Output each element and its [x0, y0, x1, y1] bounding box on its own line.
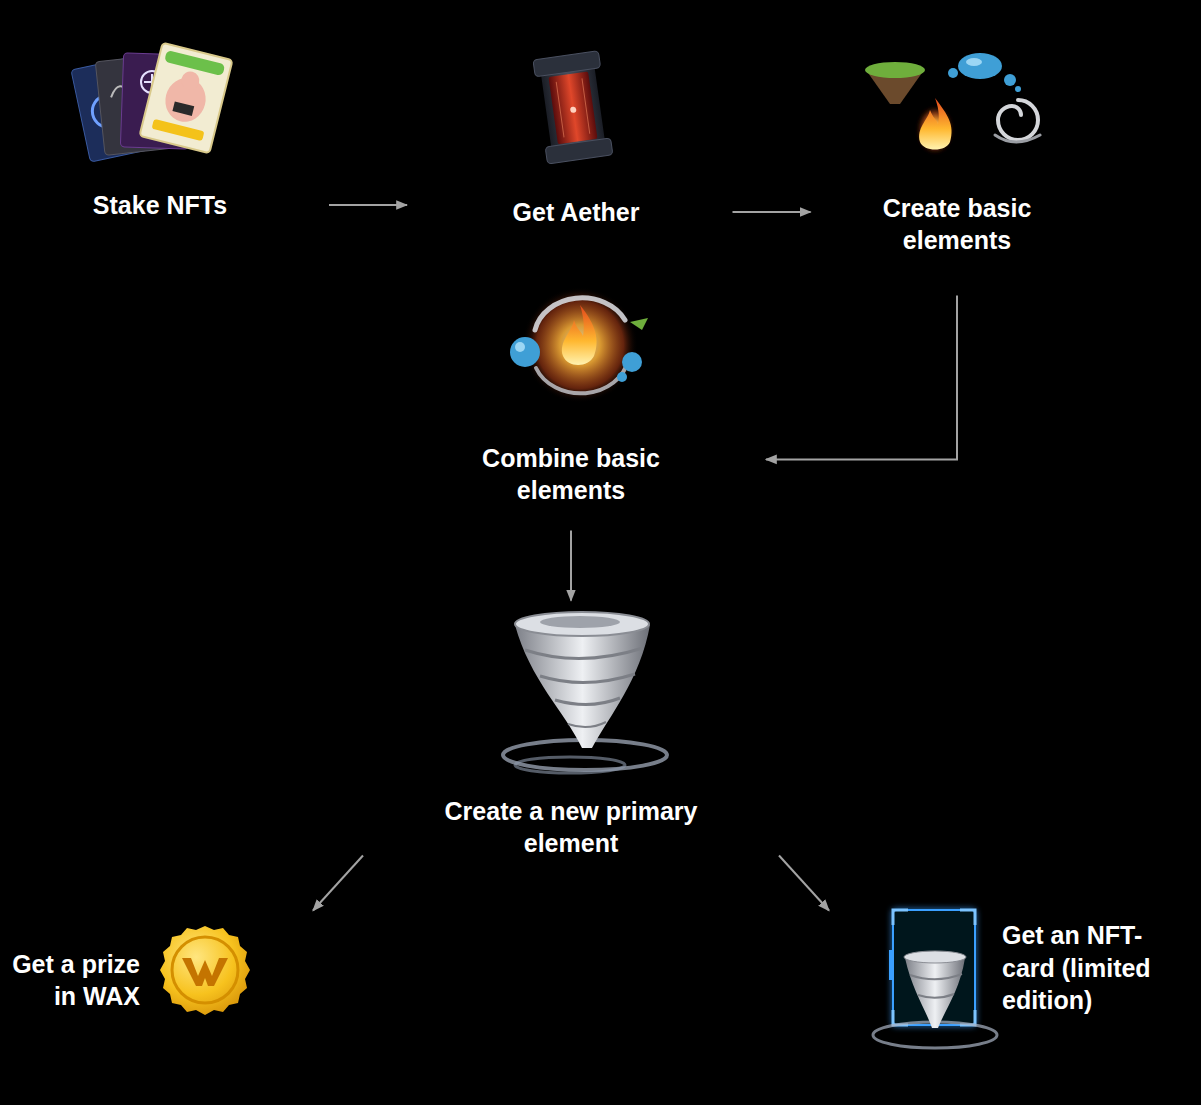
nft-card-icon	[910, 974, 962, 998]
basic-elements-icon	[1015, 86, 1021, 92]
step-node: Create basic elements	[857, 188, 1057, 261]
nft-cards-icon	[139, 43, 232, 154]
combined-elements-icon	[535, 298, 625, 330]
basic-elements-icon	[1004, 74, 1016, 86]
wax-coin-icon	[182, 958, 228, 986]
basic-elements-icon	[948, 68, 958, 78]
basic-elements-icon	[958, 53, 1002, 79]
combined-elements-icon	[522, 287, 638, 403]
basic-elements-icon	[998, 100, 1038, 140]
aether-capsule-icon	[548, 71, 597, 144]
aether-capsule-icon	[556, 78, 590, 137]
flow-arrow	[766, 296, 957, 460]
nft-cards-icon	[71, 43, 233, 162]
flow-arrow	[733, 211, 811, 213]
aether-capsule-icon	[545, 138, 613, 164]
tornado-icon	[568, 722, 606, 727]
combined-elements-icon	[630, 318, 648, 330]
step-node: Stake NFTs	[50, 185, 270, 226]
nft-card-icon	[889, 950, 893, 980]
step-node: Get a prize in WAX	[4, 944, 144, 1017]
basic-elements-icon	[865, 53, 1040, 154]
tornado-icon	[515, 757, 625, 773]
aether-capsule-icon	[533, 51, 613, 164]
step-node: Combine basic elements	[461, 438, 681, 511]
flow-arrow	[570, 531, 572, 601]
wax-coin-icon	[160, 926, 250, 1015]
tornado-icon	[540, 674, 635, 683]
step-label: Get Aether	[470, 196, 682, 229]
step-node: Get an NFT-card (limited edition)	[998, 915, 1192, 1021]
basic-elements-icon	[865, 62, 925, 78]
flow-arrow	[329, 204, 407, 206]
basic-elements-icon	[966, 58, 982, 66]
wax-coin-icon	[160, 926, 250, 1015]
combined-elements-icon	[562, 305, 597, 365]
tornado-icon	[540, 616, 620, 628]
aether-capsule-icon	[541, 64, 606, 151]
combined-elements-icon	[622, 352, 642, 372]
combined-elements-icon	[510, 337, 540, 367]
combined-elements-icon	[536, 360, 628, 393]
nft-cards-icon	[152, 119, 205, 141]
nft-card-icon	[873, 910, 997, 1048]
step-label: Get a prize in WAX	[8, 948, 140, 1013]
combined-elements-icon	[515, 342, 525, 352]
nft-cards-icon	[164, 50, 225, 76]
combined-elements-icon	[617, 372, 627, 382]
combined-elements-icon	[510, 287, 648, 403]
aether-capsule-icon	[533, 51, 601, 77]
tornado-icon	[555, 698, 620, 705]
aether-capsule-icon	[570, 106, 577, 113]
nft-cards-icon	[179, 70, 201, 92]
flow-arrow	[779, 856, 829, 911]
step-node: Create a new primary element	[421, 791, 721, 864]
nft-cards-icon	[139, 43, 232, 154]
tornado-icon	[503, 612, 667, 773]
nft-card-icon	[904, 951, 966, 963]
step-label: Create a new primary element	[425, 795, 717, 860]
step-label: Get an NFT-card (limited edition)	[1002, 919, 1188, 1017]
tornado-icon	[515, 612, 649, 636]
step-node: Get Aether	[466, 192, 686, 233]
step-label: Combine basic elements	[465, 442, 677, 507]
basic-elements-icon	[919, 98, 951, 150]
step-label: Stake NFTs	[54, 189, 266, 222]
flow-arrow	[313, 856, 363, 911]
basic-elements-icon	[995, 135, 1040, 142]
step-label: Create basic elements	[861, 192, 1053, 257]
tornado-icon	[525, 648, 643, 659]
nft-card-icon	[905, 952, 965, 1028]
wax-coin-icon	[172, 937, 238, 1003]
nft-cards-icon	[172, 101, 194, 116]
